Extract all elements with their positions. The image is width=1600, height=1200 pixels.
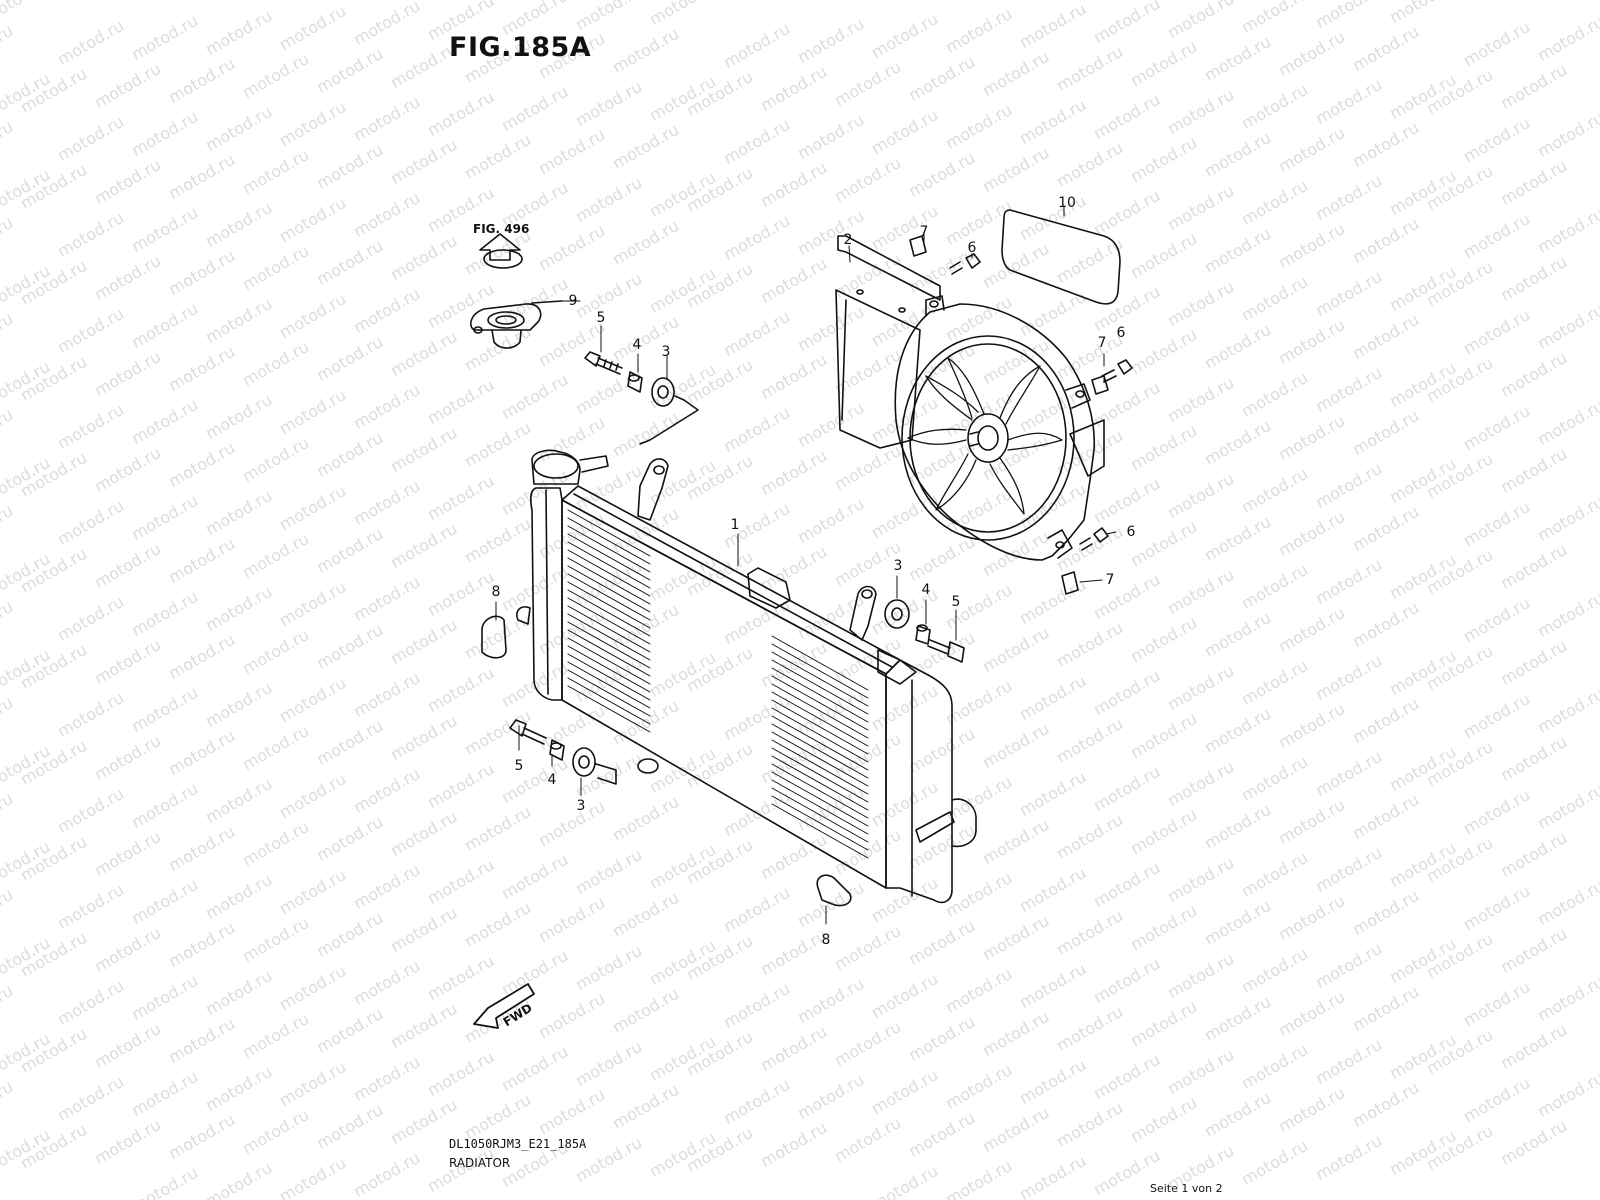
diagram-code: DL1050RJM3_E21_185A xyxy=(449,1137,587,1151)
seal-part-8-bottom xyxy=(816,874,852,907)
radiator-fins-left xyxy=(567,509,651,733)
mount-set-top-left xyxy=(584,351,699,445)
figure-title: FIG.185A xyxy=(449,32,592,63)
page-indicator: Seite 1 von 2 xyxy=(1150,1182,1223,1195)
callout-2: 2 xyxy=(843,232,853,248)
callout-8: 8 xyxy=(491,584,501,600)
callout-5: 5 xyxy=(514,758,524,774)
callout-6: 6 xyxy=(967,240,977,256)
label-part-10 xyxy=(1001,209,1121,305)
diagram-name: RADIATOR xyxy=(449,1156,511,1170)
fan-blades xyxy=(907,357,1063,515)
radiator-fins-right xyxy=(771,635,869,859)
figure-reference-label: FIG. 496 xyxy=(473,222,530,236)
callout-9: 9 xyxy=(568,293,578,309)
callout-1: 1 xyxy=(730,517,740,533)
reference-arrow xyxy=(479,233,521,261)
cooling-fan-part xyxy=(894,295,1105,561)
callout-7: 7 xyxy=(1097,335,1107,351)
fwd-arrow xyxy=(473,983,535,1029)
callout-5: 5 xyxy=(596,310,606,326)
callout-6: 6 xyxy=(1126,524,1136,540)
seal-part-8-left xyxy=(481,615,507,659)
fan-fasteners xyxy=(909,235,1133,595)
leader-lines xyxy=(495,205,1117,925)
callout-10: 10 xyxy=(1058,195,1076,211)
callout-4: 4 xyxy=(547,772,557,788)
callout-7: 7 xyxy=(1105,572,1115,588)
radiator-core-part xyxy=(515,449,977,904)
callout-4: 4 xyxy=(921,582,931,598)
callout-8: 8 xyxy=(821,932,831,948)
callout-4: 4 xyxy=(632,337,642,353)
callout-3: 3 xyxy=(661,344,671,360)
radiator-cap-part xyxy=(470,249,563,349)
fan-bracket-part xyxy=(835,235,941,449)
callout-6: 6 xyxy=(1116,325,1126,341)
mount-set-bottom-left xyxy=(509,719,617,785)
callout-3: 3 xyxy=(576,798,586,814)
callout-5: 5 xyxy=(951,594,961,610)
callout-3: 3 xyxy=(893,558,903,574)
callout-7: 7 xyxy=(919,224,929,240)
mount-set-right xyxy=(884,599,965,663)
